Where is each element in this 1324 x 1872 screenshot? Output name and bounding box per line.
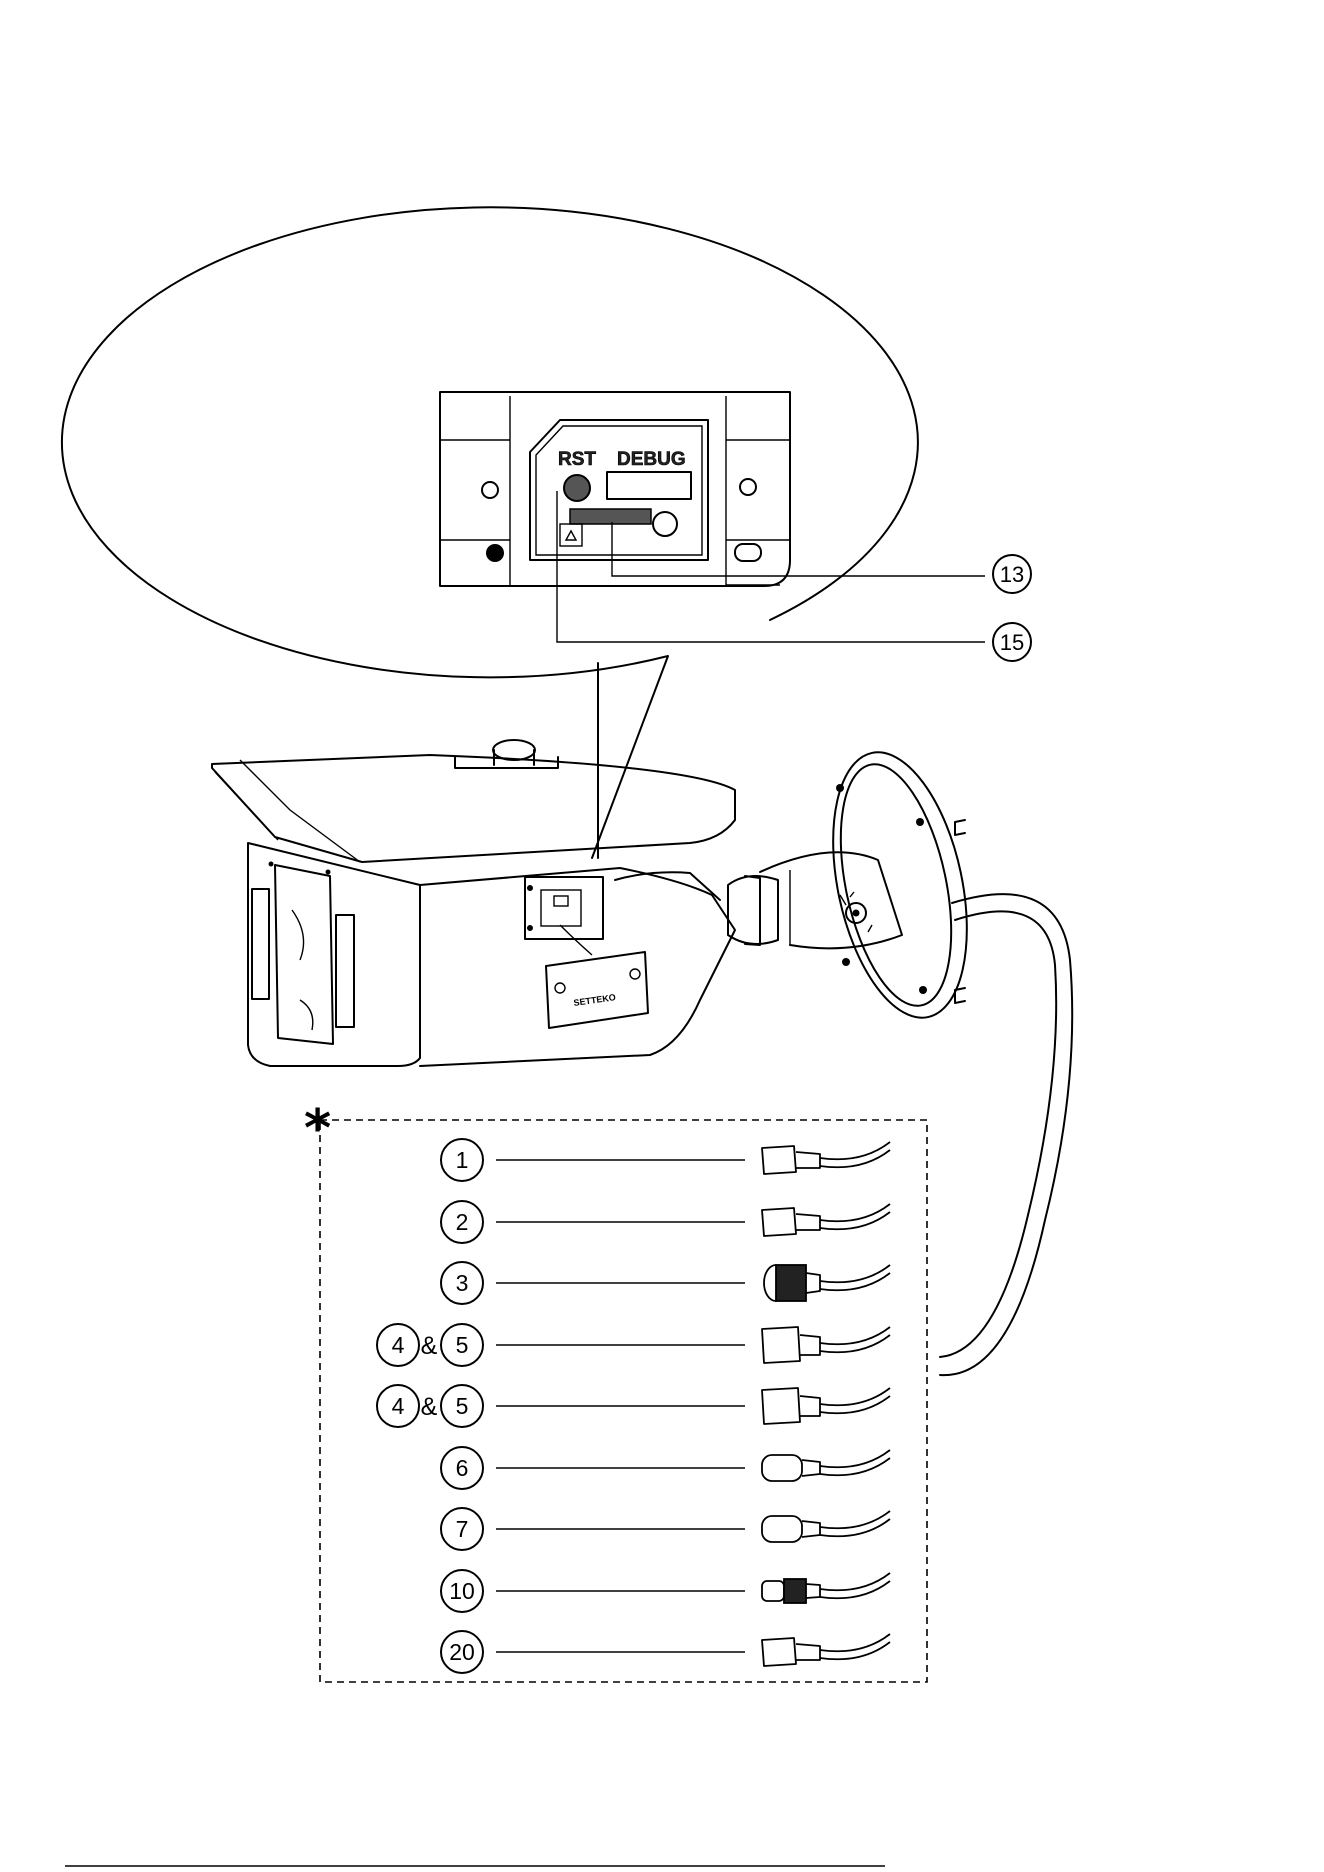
sd-card-slot — [570, 509, 651, 524]
cable-number-callout: 4 — [377, 1324, 419, 1366]
screw-slot — [735, 544, 761, 561]
camera-neck — [728, 876, 778, 944]
cable-row: 3 — [441, 1262, 890, 1304]
cable-number-callout: 6 — [441, 1447, 483, 1489]
connector-rj45-small — [762, 1204, 890, 1236]
reset-button — [564, 475, 590, 501]
sd-card-icon — [560, 524, 582, 546]
connector-rj45-small — [762, 1634, 890, 1666]
connector-dc-barrel — [762, 1450, 890, 1481]
cable-number: 7 — [456, 1516, 469, 1542]
connector-dc-barrel — [762, 1511, 890, 1542]
cable-number: 5 — [456, 1393, 469, 1419]
callout-15: 15 — [993, 623, 1031, 661]
cable-row: 20 — [441, 1631, 890, 1673]
cable-number-callout: 5 — [441, 1385, 483, 1427]
cable-row: 10 — [441, 1570, 890, 1612]
cable-number-callout: 4 — [377, 1385, 419, 1427]
brand-text: SETTEKO — [573, 992, 616, 1008]
cable-number-callout: 1 — [441, 1139, 483, 1181]
cable-number: 3 — [456, 1270, 469, 1296]
ir-led-left — [252, 889, 269, 999]
connector-rj45-large — [762, 1388, 890, 1424]
cable-number-callout: 20 — [441, 1631, 483, 1673]
cable-number: 4 — [392, 1332, 405, 1358]
cable-row: 6 — [441, 1447, 890, 1489]
svg-text:13: 13 — [1000, 562, 1024, 587]
cable-group-marker: * — [304, 1099, 331, 1159]
wall-plate — [811, 740, 988, 1030]
screw-hole — [486, 544, 504, 562]
debug-port — [607, 472, 691, 499]
cable-number-callout: 5 — [441, 1324, 483, 1366]
ampersand-label: & — [421, 1332, 438, 1360]
cable-number-callout: 7 — [441, 1508, 483, 1550]
panel-screw — [653, 512, 677, 536]
port-cover-plate — [546, 952, 648, 1028]
connector-rj45-gland — [764, 1265, 890, 1301]
connector-bnc — [762, 1573, 890, 1603]
cable-number: 10 — [449, 1578, 475, 1604]
cable-row: 4&5 — [377, 1385, 890, 1427]
cable-number: 4 — [392, 1393, 405, 1419]
cable-number-callout: 10 — [441, 1570, 483, 1612]
debug-label: DEBUG — [617, 449, 686, 470]
connector-panel-closeup: RST DEBUG — [440, 392, 985, 642]
cable-number: 6 — [456, 1455, 469, 1481]
screw-hole — [740, 479, 756, 495]
cable-number: 2 — [456, 1209, 469, 1235]
cable-number: 5 — [456, 1332, 469, 1358]
svg-text:15: 15 — [1000, 630, 1024, 655]
lens-window — [275, 865, 333, 1044]
callout-13: 13 — [993, 555, 1031, 593]
screw-hole — [482, 482, 498, 498]
connector-rj45-large — [762, 1327, 890, 1363]
bullet-camera: SETTEKO — [212, 740, 778, 1066]
connector-rj45-small — [762, 1142, 890, 1174]
cable-row: 1 — [441, 1139, 890, 1181]
sun-shield — [212, 755, 735, 862]
cable-row: 4&5 — [377, 1324, 890, 1366]
bracket-arm — [760, 852, 902, 948]
cable-number-callout: 3 — [441, 1262, 483, 1304]
ir-led-right — [336, 915, 354, 1027]
cable-number: 20 — [449, 1639, 475, 1665]
ampersand-label: & — [421, 1393, 438, 1421]
reset-label: RST — [558, 449, 596, 470]
cable-number-callout: 2 — [441, 1201, 483, 1243]
cable-number: 1 — [456, 1147, 469, 1173]
camera-body — [248, 843, 420, 1066]
main-cable — [940, 894, 1072, 1375]
cable-row: 7 — [441, 1508, 890, 1550]
cable-row: 2 — [441, 1201, 890, 1243]
